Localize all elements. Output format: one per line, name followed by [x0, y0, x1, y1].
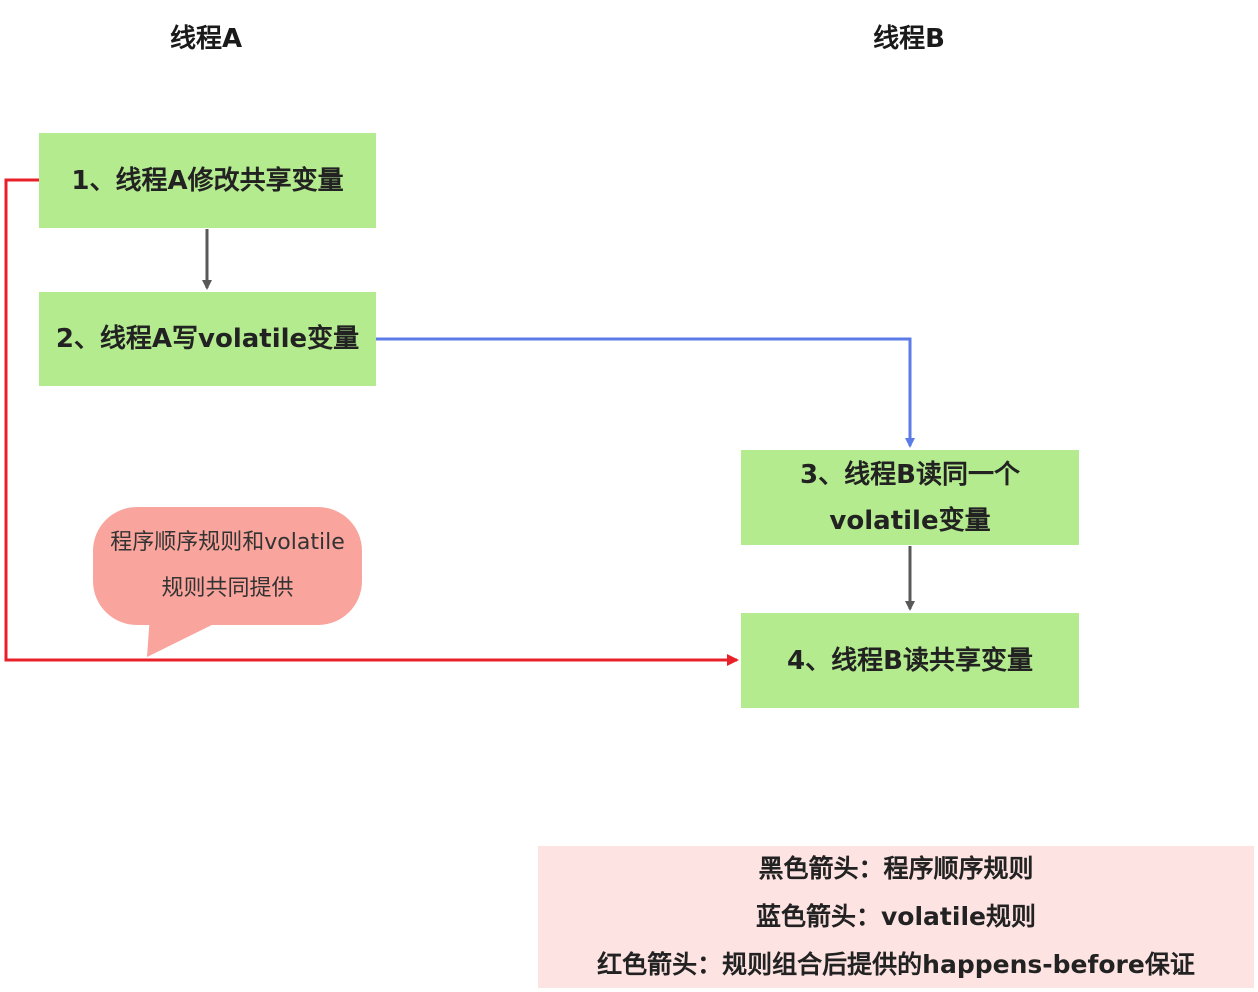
- step-4-box: 4、线程B读共享变量: [741, 613, 1079, 708]
- bubble-line-2: 规则共同提供: [161, 576, 294, 601]
- step-1-box: 1、线程A修改共享变量: [39, 133, 376, 228]
- bubble-line-1: 程序顺序规则和volatile: [110, 530, 345, 555]
- legend-red: 红色箭头：规则组合后提供的happens-before保证: [597, 950, 1195, 979]
- step-3-box: 3、线程B读同一个 volatile变量: [741, 450, 1079, 545]
- legend-blue: 蓝色箭头：volatile规则: [756, 902, 1036, 931]
- step-3-line-2: volatile变量: [829, 505, 991, 536]
- blue-arrow-step2-to-step3: [376, 337, 915, 448]
- thread-a-title: 线程A: [169, 24, 243, 54]
- red-arrow-step1-to-step4: [4, 178, 739, 666]
- legend-box: 黑色箭头：程序顺序规则 蓝色箭头：volatile规则 红色箭头：规则组合后提供…: [538, 846, 1254, 988]
- bubble-tail: [147, 615, 232, 657]
- speech-bubble: 程序顺序规则和volatile 规则共同提供: [93, 507, 362, 625]
- thread-b-title: 线程B: [873, 24, 945, 54]
- step-3-line-1: 3、线程B读同一个: [800, 459, 1020, 490]
- legend-black: 黑色箭头：程序顺序规则: [758, 854, 1034, 883]
- step-2-box: 2、线程A写volatile变量: [39, 292, 376, 386]
